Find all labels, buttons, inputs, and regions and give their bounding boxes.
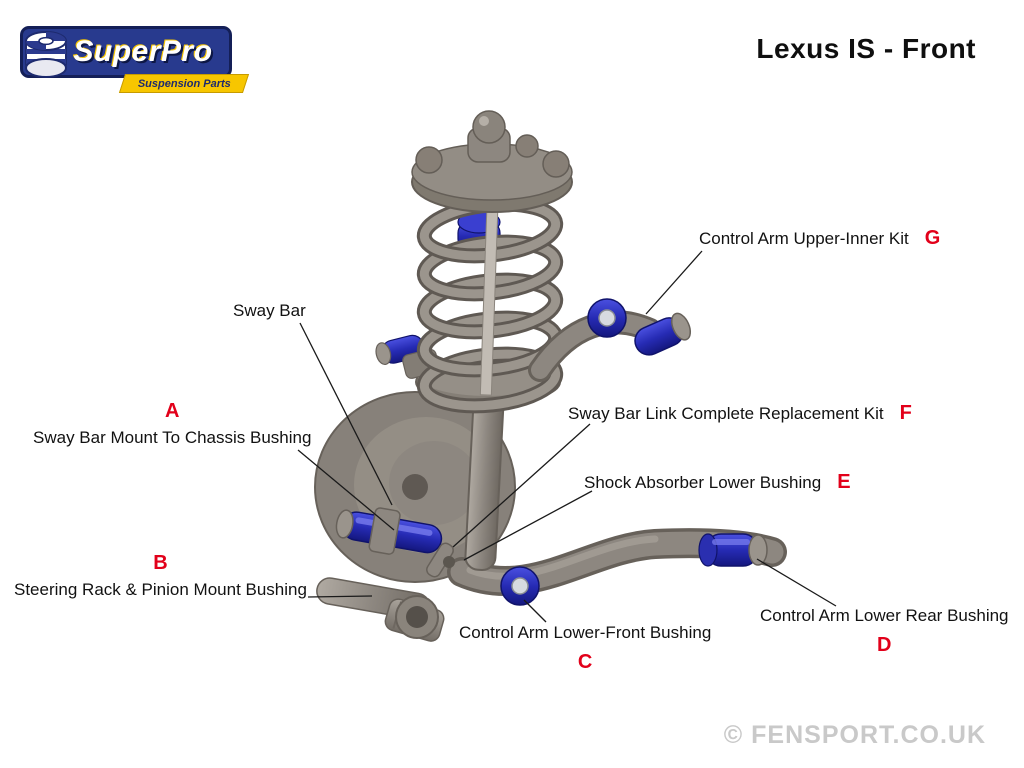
fensport-watermark: © FENSPORT.CO.UK xyxy=(723,721,986,749)
bushing-barrel-icon xyxy=(25,31,67,78)
label-letter-g: G xyxy=(924,227,941,249)
label-shock-absorber-lower: Shock Absorber Lower Bushing E xyxy=(584,472,851,493)
label-letter-f: F xyxy=(899,402,912,424)
label-text: Sway Bar Mount To Chassis Bushing xyxy=(33,428,312,447)
label-sway-bar-mount: A Sway Bar Mount To Chassis Bushing xyxy=(33,401,311,448)
label-lower-front-bushing: Control Arm Lower-Front Bushing C xyxy=(459,623,711,672)
pointer-sway-bar-link xyxy=(452,423,591,548)
label-sway-bar: Sway Bar xyxy=(233,301,306,321)
lower-front-bushing xyxy=(500,566,540,606)
label-text: Steering Rack & Pinion Mount Bushing xyxy=(14,580,307,599)
lower-rear-bushing xyxy=(698,533,768,567)
label-letter-d: D xyxy=(877,634,892,656)
pointer-sway-bar xyxy=(299,322,393,506)
pointer-shock-lower xyxy=(463,490,593,561)
label-lower-rear-bushing: Control Arm Lower Rear Bushing D xyxy=(760,606,1009,655)
label-letter-a: A xyxy=(164,400,180,422)
label-text: Control Arm Lower-Front Bushing xyxy=(459,623,712,642)
label-text: Control Arm Lower Rear Bushing xyxy=(760,606,1009,625)
upper-control-arm xyxy=(528,298,692,382)
label-letter-e: E xyxy=(837,471,851,493)
label-steering-rack-mount: B Steering Rack & Pinion Mount Bushing xyxy=(14,553,307,600)
sway-bar xyxy=(335,507,455,578)
label-upper-inner-kit: Control Arm Upper-Inner Kit G xyxy=(699,228,940,249)
pointer-lower-front xyxy=(523,599,547,623)
steering-rack xyxy=(316,577,445,642)
label-text: Sway Bar xyxy=(233,301,306,320)
label-text: Shock Absorber Lower Bushing xyxy=(584,473,822,492)
pointer-sway-bar-mount xyxy=(297,449,395,531)
pointer-lower-rear xyxy=(756,558,837,607)
superpro-logo: SuperPro Suspension Parts xyxy=(18,24,250,93)
pointer-lines xyxy=(297,250,837,623)
pointer-steering-rack xyxy=(307,595,373,598)
label-letter-b: B xyxy=(153,552,168,574)
label-letter-c: C xyxy=(577,651,593,673)
label-text: Sway Bar Link Complete Replacement Kit xyxy=(568,404,884,423)
top-mount xyxy=(411,110,573,396)
label-sway-bar-link-kit: Sway Bar Link Complete Replacement Kit F xyxy=(568,403,912,424)
page-title: Lexus IS - Front xyxy=(756,33,976,64)
logo-name: SuperPro xyxy=(73,35,213,68)
label-text: Control Arm Upper-Inner Kit xyxy=(699,229,909,248)
pointer-upper-inner xyxy=(645,250,703,315)
